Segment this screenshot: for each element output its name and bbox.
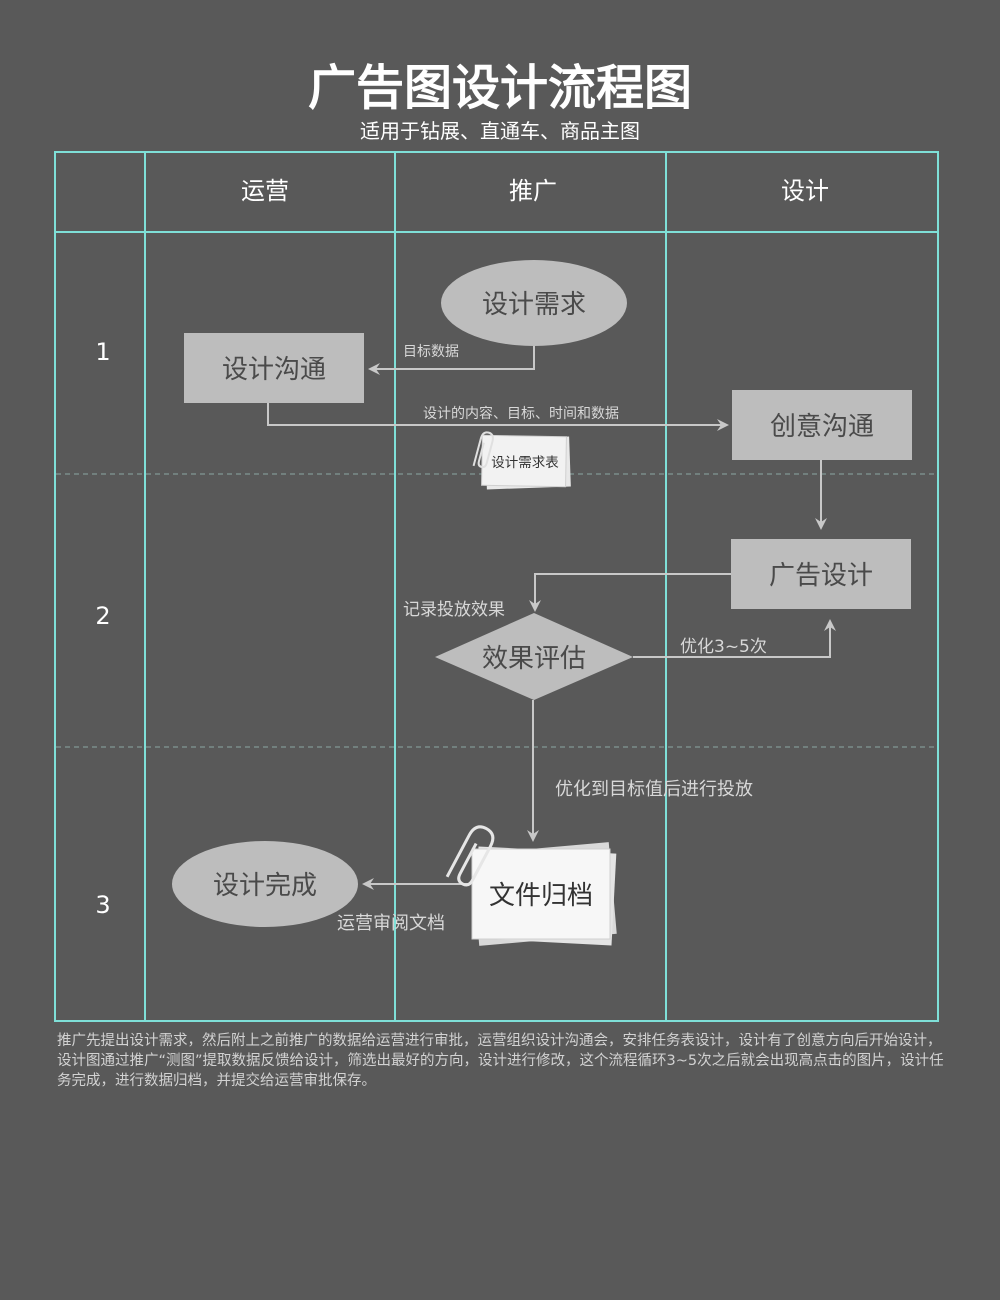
lane-header-design: 设计 <box>781 177 829 205</box>
edge-label-content-target-time-data: 设计的内容、目标、时间和数据 <box>423 405 619 422</box>
edge-label-record-effect: 记录投放效果 <box>403 600 505 620</box>
stage-number-3: 3 <box>95 891 110 919</box>
stage-number-2: 2 <box>95 602 110 630</box>
stage-dividers <box>56 473 937 748</box>
connectors <box>267 346 836 890</box>
paper-sheet <box>481 434 567 488</box>
grid-border <box>54 151 939 1022</box>
paper-sheet <box>471 848 611 940</box>
node-shape-ellipse <box>172 841 358 927</box>
connector-communication-to-creative <box>267 403 729 431</box>
design-request-form-document: 设计需求表 <box>472 431 571 490</box>
connector-request-to-communication <box>368 346 535 375</box>
node-label: 广告设计 <box>769 561 873 591</box>
lane-header-ops: 运营 <box>241 177 289 205</box>
connector-ad-design-to-evaluation <box>529 573 731 612</box>
node-design-complete: 设计完成 <box>172 841 358 927</box>
paperclip-icon <box>472 431 494 469</box>
node-shape-rect <box>184 333 364 403</box>
document-label: 设计需求表 <box>491 455 559 471</box>
swimlane-grid <box>54 151 939 1022</box>
stage-number-1: 1 <box>95 338 110 366</box>
node-label: 设计沟通 <box>222 355 326 385</box>
node-design-communication: 设计沟通 <box>184 333 364 403</box>
node-effect-evaluation: 效果评估 <box>435 613 633 700</box>
node-label: 设计需求 <box>482 290 586 320</box>
edge-label-optimize-then-launch: 优化到目标值后进行投放 <box>555 779 753 800</box>
paperclip-icon <box>445 825 495 887</box>
node-label: 设计完成 <box>213 871 317 901</box>
node-label: 效果评估 <box>482 644 586 674</box>
node-creative-communication: 创意沟通 <box>732 390 912 460</box>
connector-evaluation-loop <box>633 619 836 658</box>
node-shape-diamond <box>435 613 633 700</box>
edge-label-ops-review: 运营审阅文档 <box>337 913 445 934</box>
node-ad-design: 广告设计 <box>731 539 911 609</box>
node-file-archive: 文件归档 <box>445 825 617 946</box>
node-label: 文件归档 <box>489 881 593 911</box>
node-label: 创意沟通 <box>770 412 874 442</box>
edge-label-target-data: 目标数据 <box>403 344 459 360</box>
node-shape-rect <box>732 390 912 460</box>
edge-label-optimize-times: 优化3~5次 <box>680 637 767 657</box>
page-title: 广告图设计流程图 <box>307 60 692 116</box>
page-subtitle: 适用于钻展、直通车、商品主图 <box>360 119 640 143</box>
lane-header-promo: 推广 <box>509 177 557 205</box>
process-description: 推广先提出设计需求，然后附上之前推广的数据给运营进行审批，运营组织设计沟通会，安… <box>57 1033 944 1089</box>
node-shape-ellipse <box>441 260 627 346</box>
node-shape-rect <box>731 539 911 609</box>
node-design-request: 设计需求 <box>441 260 627 346</box>
